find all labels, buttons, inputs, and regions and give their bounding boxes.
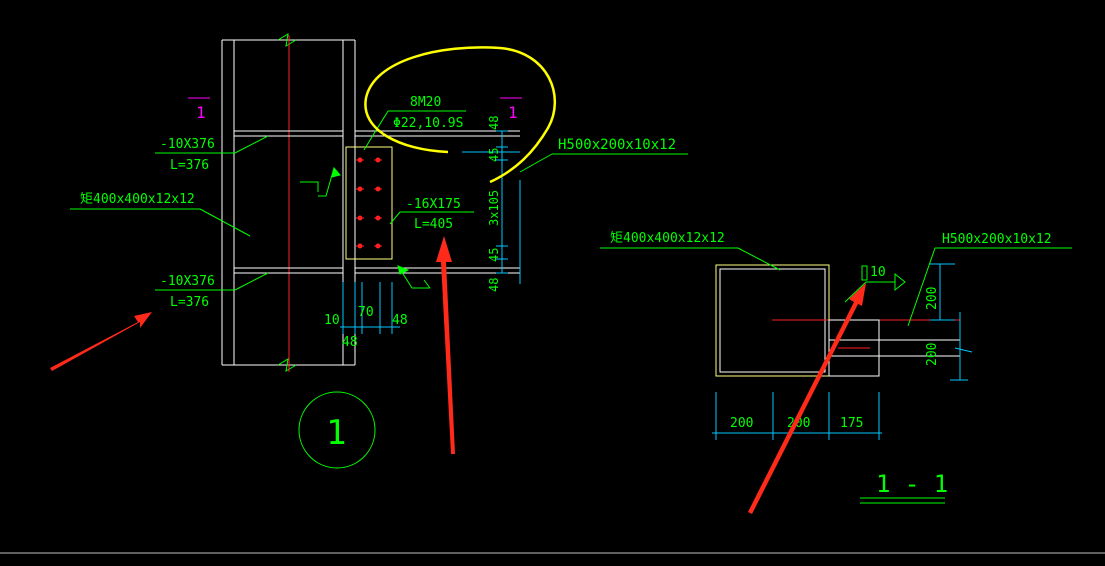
shear-plate-size: -16X175 (406, 197, 461, 212)
beam-flanges (355, 130, 520, 274)
section-vertical-dims (930, 263, 973, 381)
vertical-dimension-chain (462, 130, 521, 284)
section-hdim-3: 175 (840, 416, 863, 431)
stiffener-bottom-length: L=376 (170, 295, 209, 310)
hdim-48-below: 48 (342, 335, 358, 350)
weld-symbol-icon (300, 166, 431, 289)
beam-label: H500x200x10x12 (558, 137, 676, 153)
highlight-circle-icon (364, 46, 557, 184)
section-weld-symbol-icon (844, 265, 906, 303)
stiffener-top-size: -10X376 (160, 137, 215, 152)
hdim-10: 10 (324, 313, 340, 328)
section-vdim-top: 200 (925, 287, 940, 310)
section-marker-left: 1 (196, 103, 206, 122)
stiffener-top-length: L=376 (170, 158, 209, 173)
shear-plate (345, 146, 393, 260)
bolt-group (357, 157, 381, 249)
vdim-48-top: 48 (487, 116, 501, 130)
section-column-label: 矩400x400x12x12 (610, 231, 725, 246)
detail-number-circle (298, 391, 376, 469)
section-beam-label: H500x200x10x12 (942, 232, 1052, 247)
vdim-45-bottom: 45 (487, 248, 501, 262)
hdim-70: 70 (358, 305, 374, 320)
pointer-arrow-icon (50, 236, 866, 514)
section-title: 1 - 1 (876, 470, 948, 498)
detail-number: 1 (326, 413, 346, 453)
vdim-48-bottom: 48 (487, 278, 501, 292)
break-marks (277, 33, 297, 372)
hdim-48-right: 48 (392, 313, 408, 328)
section-marker-right: 1 (508, 103, 518, 122)
horizontal-dimension-chain (340, 282, 400, 334)
section-view: 矩400x400x12x12 H500x200x10x12 10 200 200 (600, 231, 1072, 504)
column-label: 矩400x400x12x12 (80, 192, 195, 207)
section-hdim-1: 200 (730, 416, 753, 431)
vdim-3x105: 3x105 (487, 190, 501, 226)
stiffener-plates (234, 130, 343, 274)
weld-size-label: 10 (870, 265, 886, 280)
stiffener-bottom-size: -10X376 (160, 274, 215, 289)
vdim-45-top: 45 (487, 148, 501, 162)
hole-spec-label: Φ22,10.9S (393, 116, 463, 131)
shear-plate-length: L=405 (414, 217, 453, 232)
section-horizontal-dims (712, 392, 882, 440)
section-beam (828, 319, 960, 377)
detail-view: 1 1 8M20 Φ22,10.9S -10X376 L=376 -10X376… (70, 33, 688, 469)
section-vdim-bottom: 200 (925, 343, 940, 366)
bolt-spec-label: 8M20 (410, 95, 441, 110)
